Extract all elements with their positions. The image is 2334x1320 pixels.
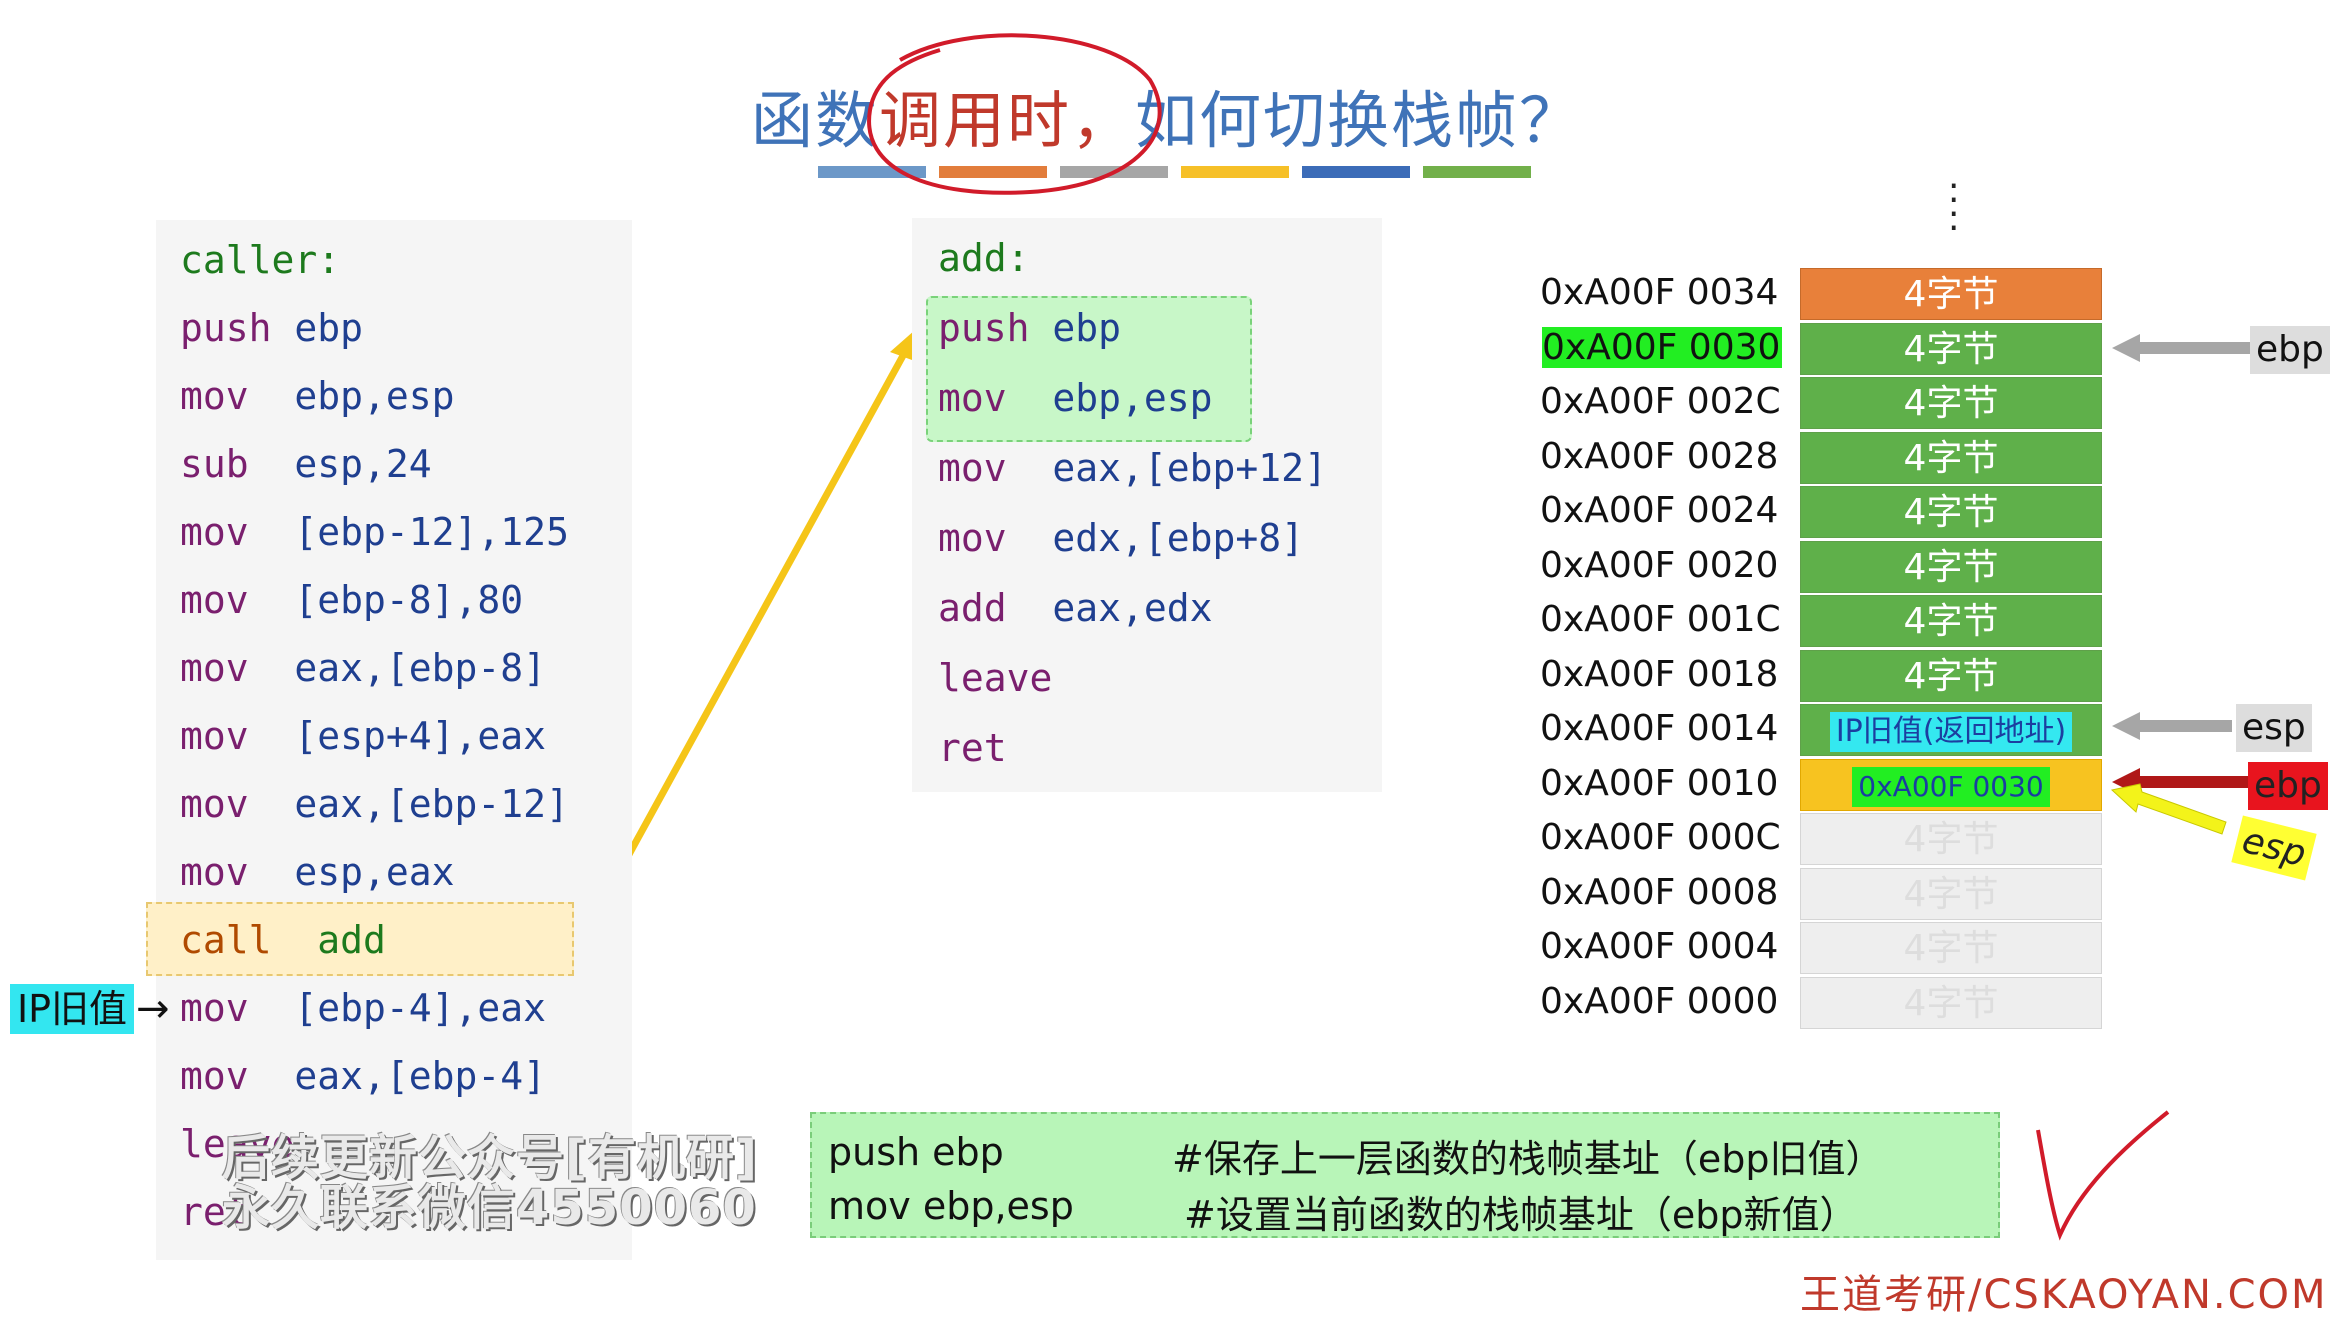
- ebp-old-label: ebp: [2250, 326, 2330, 374]
- add-line: leave: [938, 656, 1053, 700]
- caller-line: mov eax,[ebp-4]: [180, 1054, 547, 1098]
- add-line: mov eax,[ebp+12]: [938, 446, 1327, 490]
- stack-cell: 4字节: [1800, 323, 2102, 375]
- slide-title: 函数调用时，如何切换栈帧？: [0, 70, 2334, 160]
- ebp-new-label: ebp: [2248, 762, 2328, 810]
- stack-cell: 4字节: [1800, 650, 2102, 702]
- stack-cell: 4字节: [1800, 432, 2102, 484]
- caller-line: leave: [180, 1122, 295, 1166]
- stack-cell: 4字节: [1800, 486, 2102, 538]
- stack-cell: 4字节: [1800, 377, 2102, 429]
- footer-url: 王道考研/CSKAOYAN.COM: [1800, 1272, 2328, 1318]
- esp-old-arrow: [2112, 712, 2232, 740]
- stack-cell: 4字节: [1800, 813, 2102, 865]
- title-bar-1: [939, 166, 1047, 178]
- right-arrow-icon: →: [136, 986, 170, 1032]
- vertical-ellipsis-icon: ····: [1948, 166, 1960, 249]
- title-bar-0: [818, 166, 926, 178]
- add-line: mov edx,[ebp+8]: [938, 516, 1305, 560]
- stack-cell: 4字节: [1800, 541, 2102, 593]
- stack-address: 0xA00F 0030: [1542, 327, 1782, 368]
- stack-cell: 4字节: [1800, 268, 2102, 320]
- add-line: ret: [938, 726, 1007, 770]
- add-line: push ebp: [938, 306, 1122, 350]
- caller-line: sub esp,24: [180, 442, 432, 486]
- caller-line: mov eax,[ebp-12]: [180, 782, 569, 826]
- push-mov-highlight: [926, 296, 1252, 442]
- title-bar-5: [1423, 166, 1531, 178]
- caller-line: mov [ebp-4],eax: [180, 986, 547, 1030]
- stack-address: 0xA00F 0020: [1540, 545, 1779, 586]
- note-line2-code: mov ebp,esp: [828, 1184, 1074, 1228]
- note-line2-comment: #设置当前函数的栈帧基址（ebp新值）: [1184, 1193, 1858, 1237]
- title-bar-3: [1181, 166, 1289, 178]
- add-line: add:: [938, 236, 1030, 280]
- note-box: [810, 1112, 2000, 1238]
- stack-cell: 0xA00F 0030: [1800, 759, 2102, 811]
- ebp-new-arrow: [2112, 768, 2248, 796]
- esp-new-arrow: [2110, 783, 2227, 835]
- caller-line: caller:: [180, 238, 341, 282]
- caller-line: mov ebp,esp: [180, 374, 455, 418]
- stack-cell-value: 0xA00F 0030: [1852, 767, 2050, 807]
- title-bar-4: [1302, 166, 1410, 178]
- watermark-line1: 后续更新公众号[有机研]: [222, 1130, 758, 1186]
- ebp-old-arrow: [2112, 334, 2252, 362]
- caller-line: ret: [180, 1190, 249, 1234]
- caller-line: push ebp: [180, 306, 364, 350]
- title-part1: 函数: [750, 84, 879, 157]
- stack-address: 0xA00F 002C: [1540, 381, 1781, 422]
- stack-address: 0xA00F 0010: [1540, 763, 1779, 804]
- caller-line: mov esp,eax: [180, 850, 455, 894]
- caller-line: call add: [180, 918, 386, 962]
- stack-cell: 4字节: [1800, 922, 2102, 974]
- stack-address: 0xA00F 001C: [1540, 599, 1781, 640]
- stack-address: 0xA00F 000C: [1540, 817, 1781, 858]
- caller-line: mov eax,[ebp-8]: [180, 646, 547, 690]
- stack-address: 0xA00F 0014: [1540, 708, 1779, 749]
- red-check-annotation: [2036, 1110, 2170, 1241]
- stack-address: 0xA00F 0034: [1540, 272, 1779, 313]
- title-part2: 如何切换栈帧？: [1135, 84, 1584, 157]
- caller-line: mov [ebp-8],80: [180, 578, 524, 622]
- add-line: mov ebp,esp: [938, 376, 1213, 420]
- note-line1-code: push ebp: [828, 1130, 1004, 1174]
- stack-address: 0xA00F 0024: [1540, 490, 1779, 531]
- stack-cell: IP旧值(返回地址): [1800, 704, 2102, 756]
- title-bar-2: [1060, 166, 1168, 178]
- esp-old-label: esp: [2236, 704, 2312, 752]
- watermark-line2: 永久联系微信4550060: [222, 1180, 757, 1236]
- esp-new-label: esp: [2231, 815, 2317, 881]
- stack-cell: 4字节: [1800, 977, 2102, 1029]
- stack-address: 0xA00F 0008: [1540, 872, 1779, 913]
- add-line: add eax,edx: [938, 586, 1213, 630]
- title-highlight: 调用时，: [878, 84, 1135, 157]
- stack-address: 0xA00F 0018: [1540, 654, 1779, 695]
- stack-address: 0xA00F 0000: [1540, 981, 1779, 1022]
- stack-address: 0xA00F 0028: [1540, 436, 1779, 477]
- call-add-highlight: [146, 902, 574, 976]
- stack-cell-value: IP旧值(返回地址): [1829, 712, 2073, 752]
- stack-address: 0xA00F 0004: [1540, 926, 1779, 967]
- stack-cell: 4字节: [1800, 595, 2102, 647]
- stack-cell: 4字节: [1800, 868, 2102, 920]
- caller-line: mov [esp+4],eax: [180, 714, 547, 758]
- ip-old-tag: IP旧值: [10, 984, 134, 1034]
- caller-line: mov [ebp-12],125: [180, 510, 569, 554]
- caller-code-panel: [156, 220, 632, 1260]
- note-line1-comment: #保存上一层函数的栈帧基址（ebp旧值）: [1172, 1137, 1884, 1181]
